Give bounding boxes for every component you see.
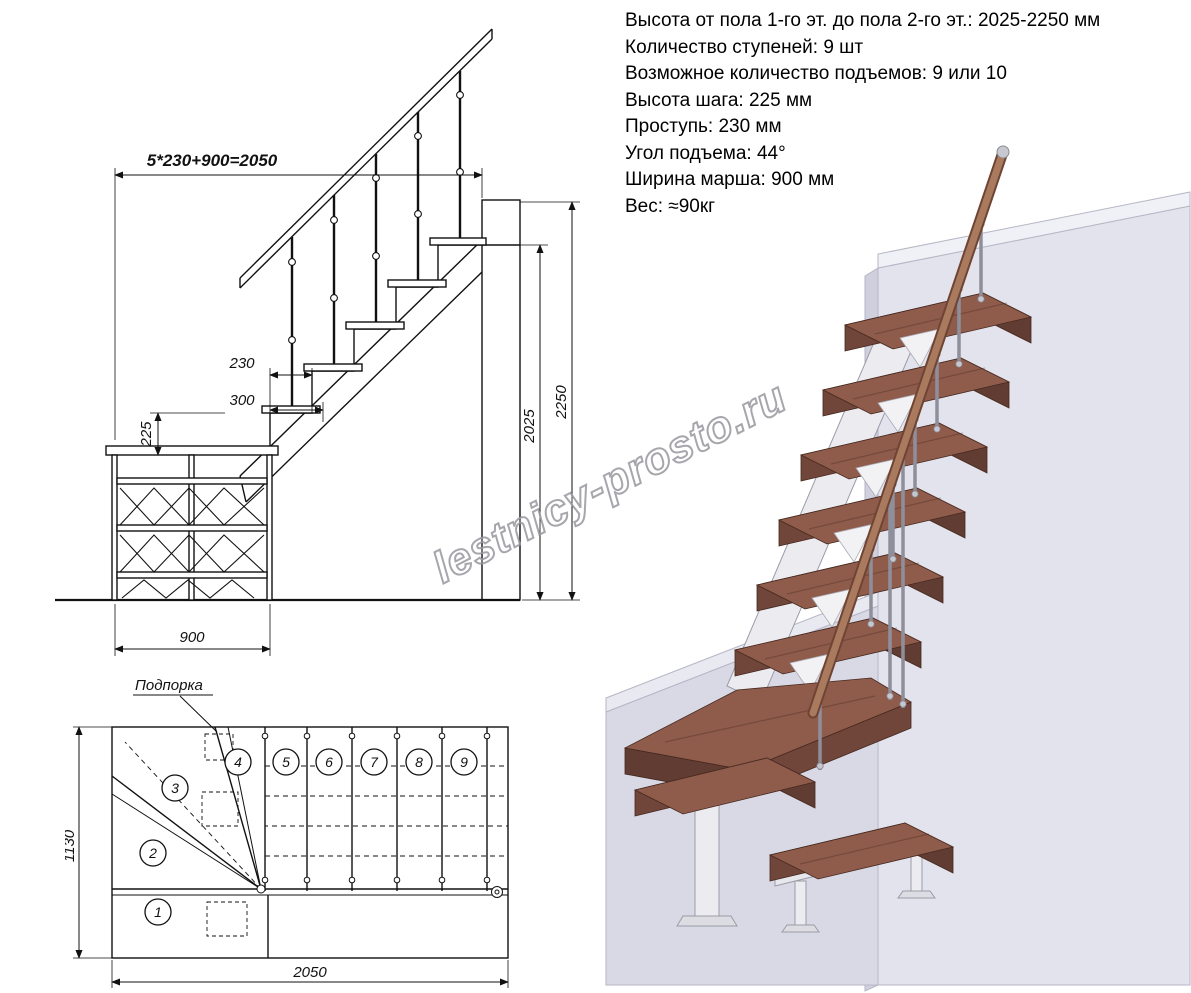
tread-5 <box>755 552 945 610</box>
bottom-step-1 <box>768 822 955 882</box>
step-number-6: 6 <box>325 754 333 770</box>
step-number-5: 5 <box>282 754 290 770</box>
winder-step-2 <box>633 757 817 817</box>
support-post <box>676 793 738 927</box>
spec-line-angle: Угол подъема: 44° <box>625 142 786 164</box>
stair-3d-render <box>605 145 1191 992</box>
tread-boards <box>261 237 487 414</box>
tread-7 <box>799 422 989 480</box>
spec-line-weight: Вес: ≈90кг <box>625 195 716 217</box>
stringer-top <box>239 239 483 477</box>
dim-total-run: 5*230+900=2050 <box>147 151 278 170</box>
tread-9 <box>843 292 1033 350</box>
step-number-7: 7 <box>370 754 379 770</box>
tread-8 <box>821 357 1011 415</box>
baluster-fittings <box>288 91 464 344</box>
tread-4 <box>733 617 923 675</box>
tread-2 <box>633 757 817 815</box>
spec-line-step-height: Высота шага: 225 мм <box>625 89 813 111</box>
dim-platform-900: 900 <box>179 629 205 646</box>
plan-bolts <box>256 732 503 898</box>
step-number-9: 9 <box>460 754 468 770</box>
dim-tread-300: 300 <box>229 392 255 409</box>
elevation-structure <box>55 28 521 602</box>
handrail-metal-tip <box>996 145 1010 159</box>
dim-tread-230: 230 <box>228 355 255 372</box>
dim-depth-1130: 1130 <box>65 829 78 862</box>
spec-line-tread: Проступь: 230 мм <box>625 116 782 137</box>
step-number-4: 4 <box>234 754 242 770</box>
plan-dimensions <box>73 726 509 988</box>
dim-rise-225: 225 <box>138 421 155 448</box>
step-number-2: 2 <box>148 845 157 861</box>
spec-line-step-count: Количество ступеней: 9 шт <box>625 36 864 58</box>
flight-handrail <box>239 28 493 289</box>
dim-width-2050: 2050 <box>292 964 327 981</box>
spec-line-width: Ширина марша: 900 мм <box>625 169 835 190</box>
support-label: Подпорка <box>135 677 203 694</box>
plan-structure <box>111 726 509 959</box>
plan-step-numbers <box>139 748 478 926</box>
tread-6 <box>777 487 967 545</box>
platform-railing <box>105 445 279 601</box>
step-number-1: 1 <box>154 904 162 920</box>
tread-1 <box>768 822 955 880</box>
stringer-bottom <box>245 271 483 503</box>
dim-height-2250: 2250 <box>553 385 570 420</box>
step-number-3: 3 <box>171 780 179 796</box>
elevation-drawing: 5*230+900=2050 230 300 225 900 2025 2250 <box>55 28 580 656</box>
specifications-block: Высота от пола 1-го эт. до пола 2-го эт.… <box>625 8 1100 220</box>
support-leader-line <box>179 695 218 733</box>
plan-drawing: 1 2 3 4 5 6 7 8 9 Подпорка 1130 2050 <box>65 677 509 988</box>
plan-outline <box>111 726 509 959</box>
step-number-8: 8 <box>415 754 423 770</box>
upper-wall <box>481 199 521 601</box>
spec-line-rise-count: Возможное количество подъемов: 9 или 10 <box>625 63 1007 84</box>
elevation-dimensions <box>114 168 580 656</box>
dim-height-2025: 2025 <box>521 409 538 444</box>
spec-line-height-range: Высота от пола 1-го эт. до пола 2-го эт.… <box>625 10 1101 31</box>
render-handrail <box>807 145 1010 719</box>
